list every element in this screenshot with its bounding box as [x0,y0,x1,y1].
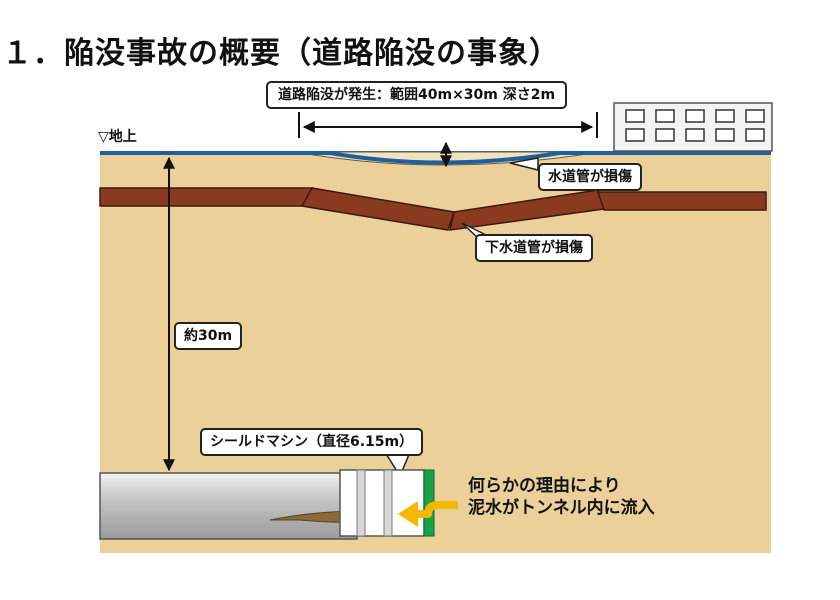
inflow-note: 何らかの理由により 泥水がトンネル内に流入 [468,475,655,519]
tunnel [99,472,358,540]
inflow-line-1: 何らかの理由により [468,476,621,496]
sinkhole-callout: 道路陥没が発生：範囲40m×30m 深さ2m [266,81,568,109]
sewer-pipe-callout: 下水道管が損傷 [475,234,593,262]
flow-arrow [416,501,458,518]
shield-machine-callout: シールドマシン（直径6.15m） [200,428,424,456]
inflow-line-2: 泥水がトンネル内に流入 [468,498,655,518]
page-title: １．陥没事故の概要（道路陥没の事象） [2,36,560,71]
water-pipe-callout: 水道管が損傷 [538,163,642,191]
sewer-pipe [99,187,767,231]
shield-machine [339,469,435,537]
depth-label: 約30m [174,322,243,350]
ground-level-label: ▽地上 [98,129,137,145]
building-icon [613,102,773,152]
